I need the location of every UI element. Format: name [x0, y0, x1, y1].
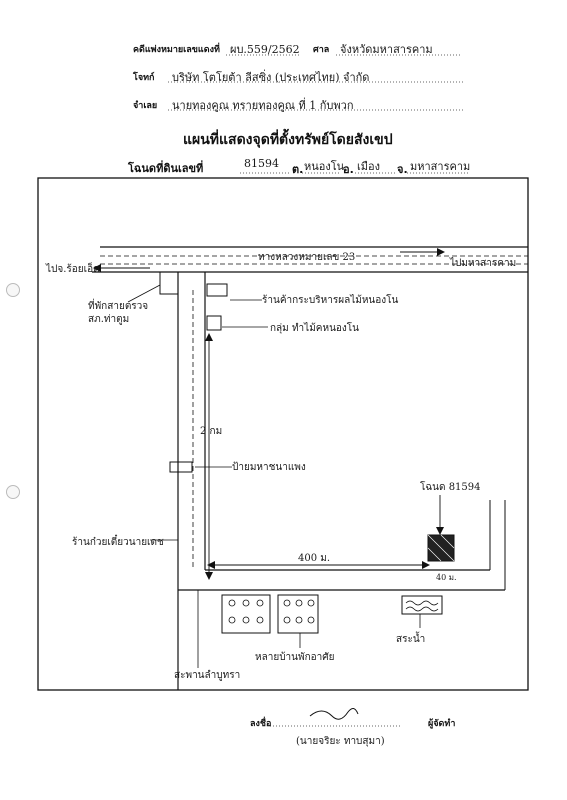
punch-hole-bottom — [6, 485, 20, 499]
plaintiff-label: โจทก์ — [133, 73, 155, 83]
defendant-name: นายทองคูณ ทรายทองคูณ ที่ 1 กับพวก — [172, 99, 354, 112]
to-city-label: ไปมหาสารคาม — [450, 258, 517, 269]
tambon-name: หนองโน — [304, 160, 345, 173]
case-label: คดีแพ่งหมายเลขแดงที่ — [133, 45, 220, 55]
court-name: จังหวัดมหาสารคาม — [340, 43, 433, 56]
canal-label: สะพานลำบูทรา — [174, 670, 241, 681]
deed-label: โฉนดที่ดินเลขที่ — [128, 162, 204, 175]
highway-label: ทางหลวงหมายเลข 23 — [258, 252, 356, 263]
defendant-label: จำเลย — [133, 101, 158, 111]
province-label: จ. — [397, 163, 408, 176]
police-box-label: ที่พักสายตรวจ สภ.ท่าตูม — [88, 301, 149, 325]
signer-name: (นายจริยะ ทาบสุมา) — [296, 736, 385, 747]
province-name: มหาสารคาม — [410, 160, 471, 173]
amphoe-name: เมือง — [357, 160, 380, 173]
distance-2km-label: 2 กม — [200, 426, 223, 437]
shop3-label: ร้านก๋วยเตี๋ยวนายเดช — [72, 537, 164, 548]
shop1-label: ร้านค้ากระบริหารผลไม้หนองโน — [262, 295, 399, 306]
court-label: ศาล — [313, 45, 330, 55]
distance-400-label: 400 ม. — [298, 553, 331, 564]
to-roiet-label: ไปจ.ร้อยเอ็ด — [46, 264, 100, 275]
case-number: ผบ.559/2562 — [230, 43, 300, 56]
deed-marker-label: โฉนด 81594 — [420, 482, 481, 493]
amphoe-label: อ. — [343, 163, 354, 176]
map-title: แผนที่แสดงจุดที่ตั้งทรัพย์โดยสังเขป — [183, 132, 393, 148]
tambon-label: ต. — [292, 163, 304, 176]
distance-40-label: 40 ม. — [436, 573, 457, 582]
pond-label: สระน้ำ — [396, 634, 426, 645]
plaintiff-name: บริษัท โตโยต้า ลีสซิ่ง (ประเทศไทย) จำกัด — [172, 71, 370, 84]
deed-number: 81594 — [244, 157, 279, 170]
signer-role: ผู้จัดทำ — [428, 719, 456, 729]
shop2-label: กลุ่ม ทำไม้คหนองโน — [270, 323, 359, 334]
sign-label: ป้ายมหาชนาแพง — [232, 462, 306, 473]
punch-hole-top — [6, 283, 20, 297]
houses-label: หลายบ้านพักอาศัย — [255, 652, 335, 663]
sign-label: ลงชื่อ — [250, 719, 272, 729]
